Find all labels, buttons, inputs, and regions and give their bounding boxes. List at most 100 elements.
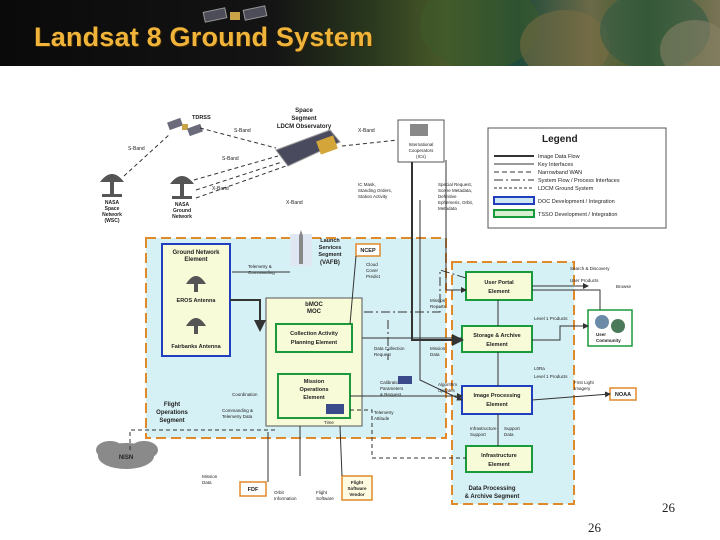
svg-text:Element: Element: [486, 402, 508, 408]
legend-item: System Flow / Process Interfaces: [538, 178, 620, 184]
svg-text:Definitive: Definitive: [438, 194, 457, 199]
coordination-label: Coordination: [232, 392, 258, 397]
header-divider: [0, 66, 720, 68]
flow-label-s-band: S-Band: [222, 156, 239, 162]
legend-item: TSSO Development / Integration: [538, 212, 617, 218]
telemetry-attitude-label: Telemetry Attitude: [374, 410, 394, 421]
satellite-icon: [202, 5, 268, 23]
svg-text:Infrastructure: Infrastructure: [470, 426, 497, 431]
svg-text:Request: Request: [374, 352, 392, 357]
svg-text:Standing Orders,: Standing Orders,: [358, 188, 392, 193]
fairbanks-antenna-label: Fairbanks Antenna: [171, 344, 221, 350]
page-number: 26: [662, 500, 675, 515]
data-collection-request-label: Data Collection Request: [374, 346, 405, 357]
l0ra-products-label: L0Ra Level 1 Products: [534, 366, 568, 379]
svg-text:Flight: Flight: [316, 490, 328, 495]
data-processing-archive-segment-label: Data Processing & Archive Segment: [465, 486, 520, 500]
mission-data-label-bottom: Mission Data: [202, 474, 218, 485]
noaa-node: NOAA: [609, 387, 637, 401]
tdrss-satellite-icon: [167, 117, 203, 137]
svg-text:User Products: User Products: [570, 278, 599, 283]
flow-label-x-band: X-Band: [358, 128, 375, 134]
commanding-telemetry-label: Commanding & Telemetry Data: [222, 408, 253, 419]
orbit-information-label: Orbit Information: [274, 490, 297, 501]
svg-text:Infrastructure: Infrastructure: [481, 453, 517, 459]
svg-text:NCEP: NCEP: [360, 248, 376, 254]
flow-label-x-band: X-Band: [212, 186, 229, 192]
page-title: Landsat 8 Ground System: [34, 22, 374, 52]
svg-text:(VAFB): (VAFB): [320, 260, 340, 266]
svg-text:Element: Element: [303, 395, 325, 401]
svg-text:Segment: Segment: [318, 252, 341, 258]
legend-item: Key Interfaces: [538, 162, 573, 168]
legend-item: Narrowband WAN: [538, 170, 582, 176]
international-cooperators-node: International Cooperators (ICs): [397, 119, 445, 163]
image-processing-node: Image Processing Element: [461, 385, 533, 415]
mission-data-label: Mission Data: [430, 346, 446, 357]
fdf-node: FDF: [239, 481, 267, 497]
svg-text:bMOC: bMOC: [305, 302, 323, 308]
svg-text:NISN: NISN: [119, 455, 133, 461]
svg-text:Ground Network: Ground Network: [172, 250, 220, 256]
svg-text:(ICs): (ICs): [416, 154, 426, 159]
svg-text:Ephemeris, Orbit,: Ephemeris, Orbit,: [438, 200, 473, 205]
svg-text:FDF: FDF: [248, 487, 259, 493]
svg-text:Attitude: Attitude: [374, 416, 390, 421]
svg-text:Updates: Updates: [438, 388, 456, 393]
svg-text:Network: Network: [102, 212, 122, 218]
svg-text:Space: Space: [295, 108, 313, 114]
flow-label-x-band: X-Band: [286, 200, 303, 206]
svg-text:Commanding &: Commanding &: [222, 408, 253, 413]
svg-text:Software: Software: [347, 486, 367, 491]
flight-software-label: Flight Software: [316, 490, 334, 501]
svg-text:International: International: [409, 142, 434, 147]
satellite-imagery-decoration: [420, 0, 540, 66]
svg-text:Network: Network: [172, 214, 192, 220]
infrastructure-support-label: Infrastructure Support: [470, 426, 497, 437]
launch-services-node: Launch Services Segment (VAFB): [290, 230, 342, 266]
calibration-icon: [398, 376, 412, 384]
svg-text:Cover: Cover: [366, 268, 379, 273]
svg-text:Segment: Segment: [291, 116, 316, 122]
mission-operations-node: Mission Operations Element: [277, 373, 351, 419]
svg-text:Data Processing: Data Processing: [468, 486, 515, 492]
cloud-cover-label: Cloud Cover Predict: [366, 262, 381, 279]
ground-network-element-node: Ground Network Element EROS Antenna Fair…: [161, 243, 231, 357]
svg-text:Algorithm: Algorithm: [438, 382, 457, 387]
svg-text:Data: Data: [430, 352, 440, 357]
svg-text:Image Processing: Image Processing: [473, 393, 520, 399]
flow-label-s-band: S-Band: [128, 146, 145, 152]
tdrss-label: TDRSS: [192, 115, 211, 121]
page-number: 26: [588, 520, 601, 535]
svg-text:Telemetry Data: Telemetry Data: [222, 414, 253, 419]
header-banner: Landsat 8 Ground System: [0, 0, 720, 66]
svg-text:Level 1 Products: Level 1 Products: [534, 374, 568, 379]
first-light-label: First Light Imagery: [574, 380, 595, 391]
svg-text:Data: Data: [504, 432, 514, 437]
nasa-space-network-dish-icon: [100, 174, 124, 197]
svg-text:Search & Discovery: Search & Discovery: [570, 266, 610, 271]
svg-text:Predict: Predict: [366, 274, 381, 279]
collection-activity-planning-node: Collection Activity Planning Element: [275, 323, 353, 353]
nasa-ground-network-dish-icon: [170, 176, 194, 199]
time-label: Time: [324, 420, 334, 425]
svg-text:Storage & Archive: Storage & Archive: [473, 333, 520, 339]
svg-text:NASA: NASA: [175, 202, 190, 208]
svg-text:Parameters: Parameters: [380, 386, 404, 391]
svg-text:& Archive Segment: & Archive Segment: [465, 494, 520, 500]
eros-antenna-icon: [186, 276, 206, 284]
telemetry-commanding-label: Telemetry & Commanding: [248, 264, 275, 275]
svg-text:Mission: Mission: [430, 346, 446, 351]
ncep-node: NCEP: [355, 243, 381, 257]
legend: Legend Image Data Flow Key Interfaces Na…: [487, 127, 667, 229]
svg-text:Special Request,: Special Request,: [438, 182, 472, 187]
flight-operations-segment-label: Flight Operations Segment: [156, 402, 188, 424]
svg-text:Mission: Mission: [304, 379, 325, 385]
operator-icon: [326, 404, 344, 414]
svg-text:Mission: Mission: [430, 298, 446, 303]
algorithm-updates-label: Algorithm Updates: [438, 382, 457, 393]
flow-label-s-band: S-Band: [234, 128, 251, 134]
nasa-ground-network-label: NASA Ground Network: [172, 202, 192, 220]
svg-text:Community: Community: [596, 338, 621, 343]
